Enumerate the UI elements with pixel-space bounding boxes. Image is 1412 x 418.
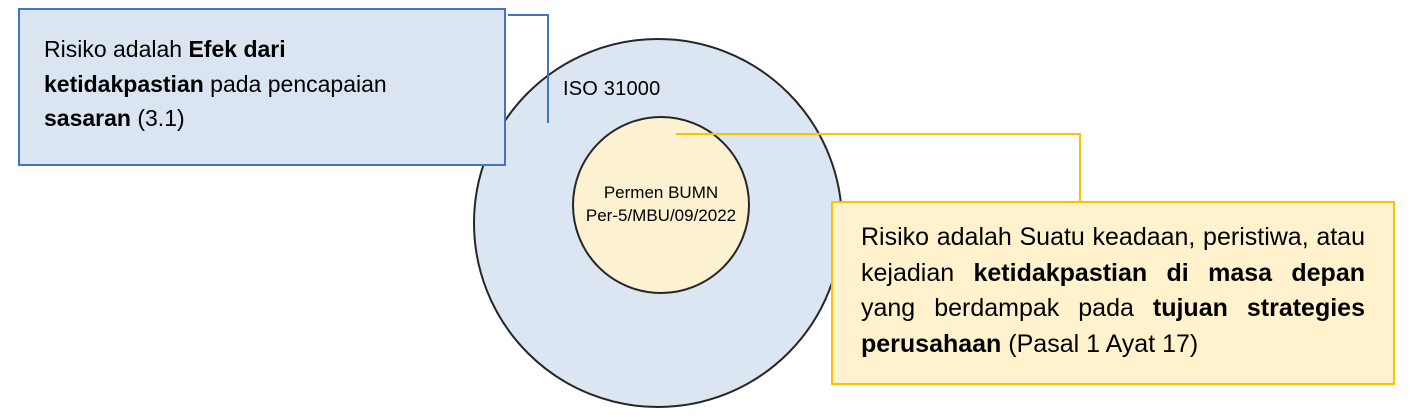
permen-bumn-definition-callout: Risiko adalah Suatu keadaan, peristiwa, … <box>831 201 1395 385</box>
outer-circle-label: ISO 31000 <box>563 78 661 100</box>
text-segment: Risiko adalah Suatu keadaan, peristiwa, … <box>861 223 1365 287</box>
text-segment-bold: tujuan strategies perusahaan <box>861 294 1365 358</box>
text-segment: (Pasal 1 Ayat 17) <box>1001 329 1199 358</box>
text-segment: Risiko adalah <box>44 36 189 62</box>
text-segment: pada pencapaian <box>203 70 387 97</box>
text-segment: yang berdampak pada <box>861 294 1153 322</box>
text-segment-bold: Efek dari ketidakpastian <box>44 36 286 97</box>
text-segment-bold: ketidakpastian di masa depan <box>973 258 1365 287</box>
permen-bumn-definition-text: Risiko adalah Suatu keadaan, peristiwa, … <box>861 220 1365 362</box>
inner-circle-label: Permen BUMN Per-5/MBU/09/2022 <box>572 116 750 294</box>
text-segment: (3.1) <box>130 105 185 131</box>
inner-circle-label-line1: Permen BUMN <box>603 183 719 203</box>
inner-circle-label-line2: Per-5/MBU/09/2022 <box>585 206 737 225</box>
iso-definition-text: Risiko adalah Efek dari ketidakpastian p… <box>44 32 392 136</box>
iso-definition-callout: Risiko adalah Efek dari ketidakpastian p… <box>18 8 506 166</box>
text-segment-bold: sasaran <box>44 105 131 131</box>
